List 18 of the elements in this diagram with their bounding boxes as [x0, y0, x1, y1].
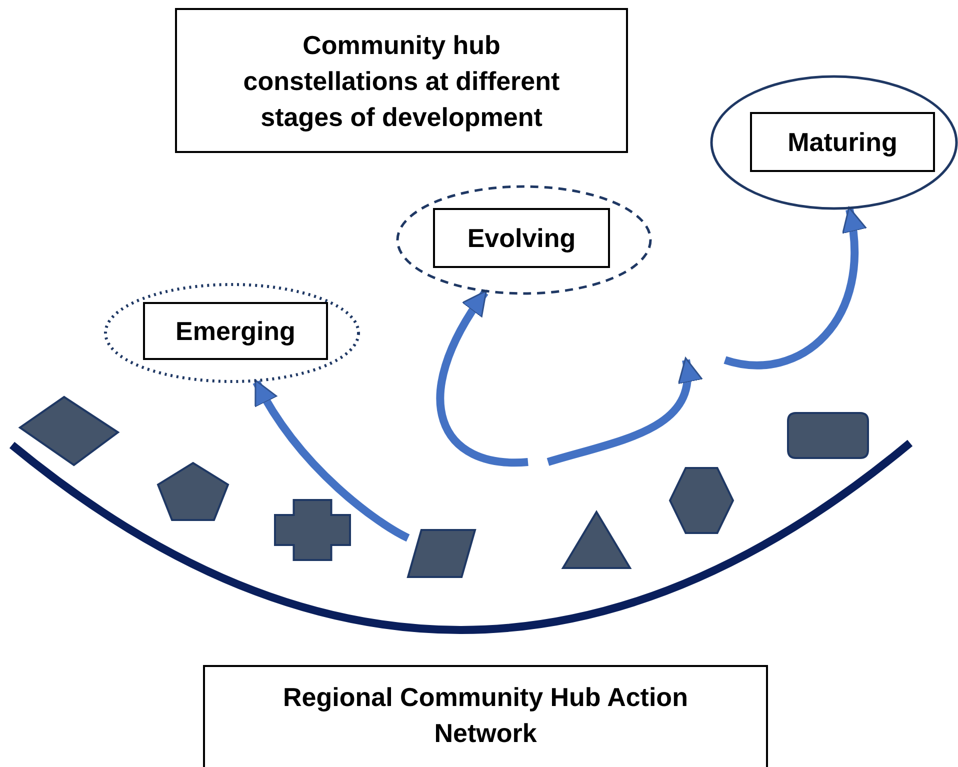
stage-ellipse — [396, 185, 652, 295]
stage-ellipse — [710, 75, 958, 210]
title-box: Community hub constellations at different stages of development — [175, 8, 628, 153]
stage-label: Maturing — [750, 112, 935, 172]
pentagon-shape — [158, 463, 228, 520]
network-box: Regional Community Hub Action Network — [203, 665, 768, 767]
box-shape — [788, 413, 868, 458]
stage-ellipse — [104, 283, 360, 383]
triangle-shape — [563, 512, 630, 568]
parallelogram-shape — [408, 530, 475, 577]
hexagon-shape — [670, 468, 733, 533]
curved-arrow — [252, 380, 410, 542]
diamond-shape — [20, 397, 118, 465]
stage-label: Emerging — [143, 302, 328, 360]
curved-arrow — [724, 206, 866, 370]
cross-shape — [275, 500, 350, 560]
stage-label: Evolving — [433, 208, 610, 268]
curved-arrow — [436, 290, 528, 466]
